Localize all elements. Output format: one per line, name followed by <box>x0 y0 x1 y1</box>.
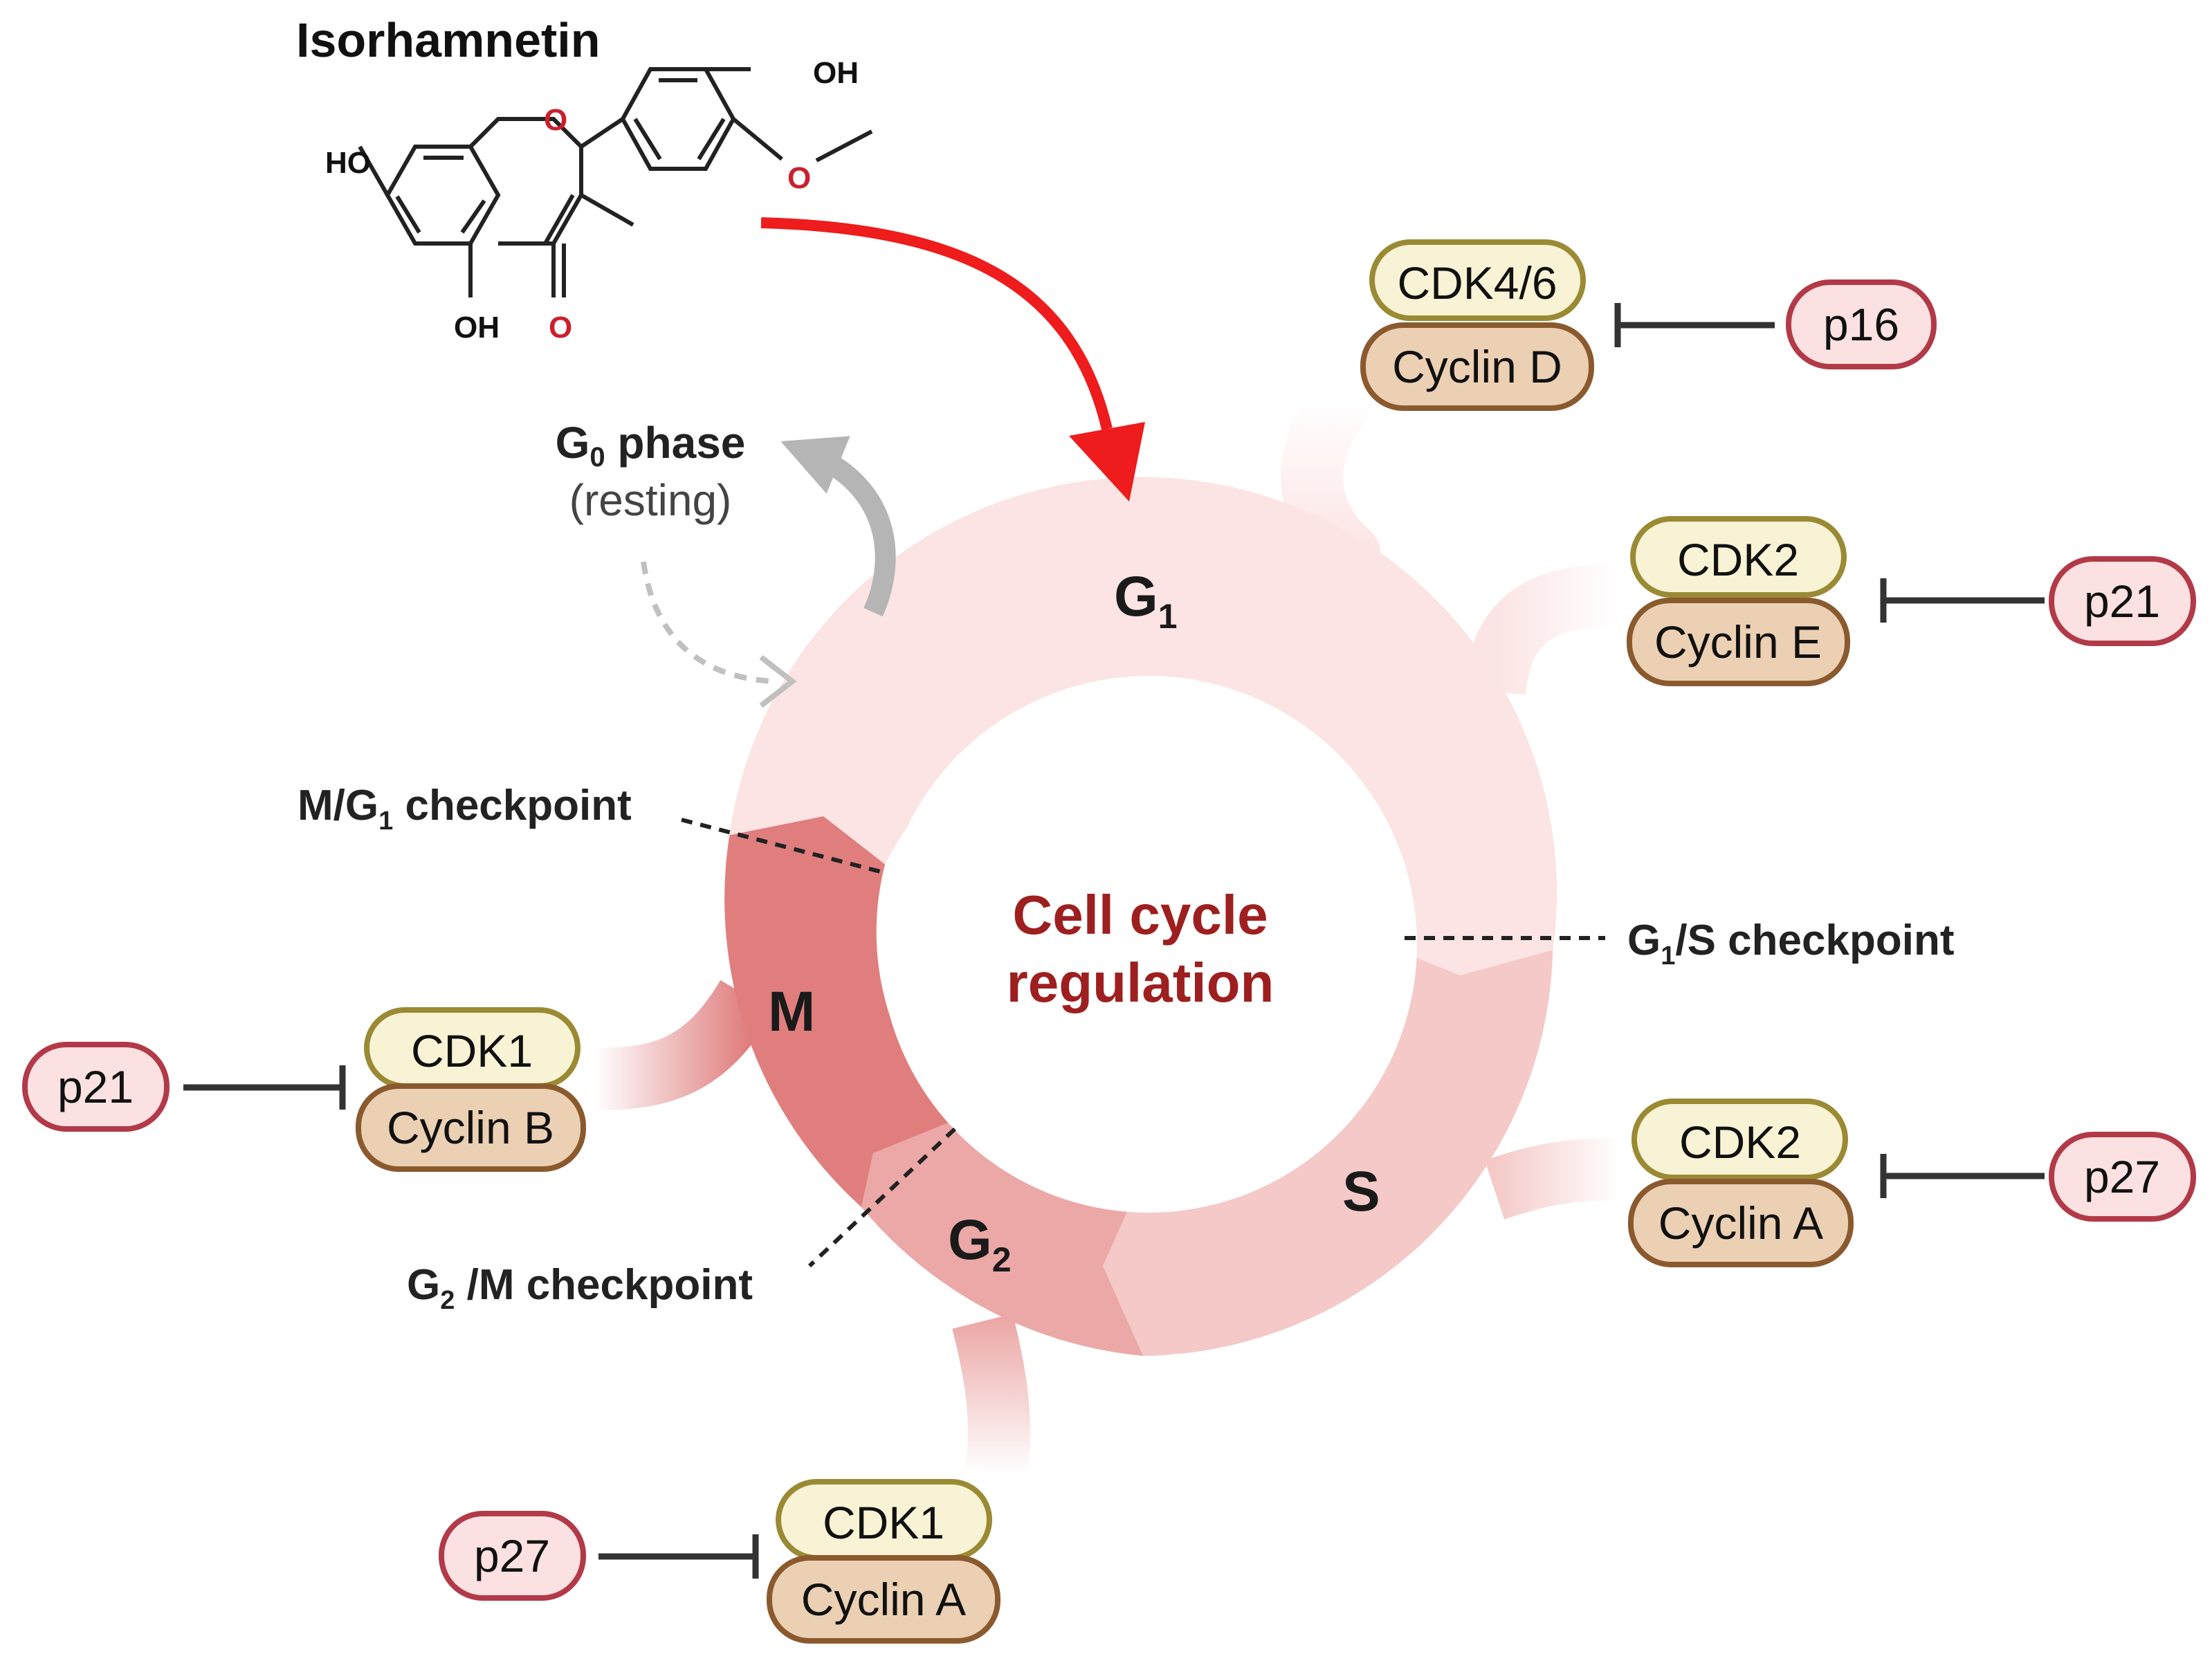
cell-cycle-ring <box>724 477 1557 1356</box>
isorhamnetin: Isorhamnetin HO O OH <box>296 13 1145 502</box>
ring-inner-hole <box>880 676 1417 1213</box>
checkpoint-g2-m-label: G2 /M checkpoint <box>407 1261 753 1315</box>
atom-methoxy-o: O <box>787 161 811 195</box>
stem-g2-cdk1a <box>952 1314 1030 1478</box>
cdk1-b-label: CDK1 <box>411 1025 533 1076</box>
p21-top-label: p21 <box>2084 576 2160 627</box>
phase-s-label: S <box>1342 1160 1380 1223</box>
p21-top-pill <box>2049 556 2196 646</box>
checkpoint-g1-s-label: G1/S checkpoint <box>1627 917 1954 971</box>
center-title-line1: Cell cycle <box>1012 884 1268 946</box>
atom-carbonyl-o: O <box>549 311 572 344</box>
compound-name: Isorhamnetin <box>296 13 601 67</box>
phase-g1-segment <box>729 477 1557 975</box>
cyclin-e-label: Cyclin E <box>1654 616 1822 668</box>
phase-m-label: M <box>768 980 815 1043</box>
complex-cdk2-cyclin-a: CDK2 Cyclin A p27 <box>1628 1099 2196 1267</box>
checkpoint-g2-m-leader <box>807 1127 957 1268</box>
cdk46-label: CDK4/6 <box>1397 257 1557 309</box>
cyclin-d-label: Cyclin D <box>1392 341 1562 392</box>
cdk2-e-pill <box>1630 516 1847 598</box>
g0-return-arrow <box>641 561 776 684</box>
atom-ho-left: HO <box>325 146 371 180</box>
stem-m-cdk1b <box>594 980 774 1110</box>
atom-oh-top: OH <box>813 56 859 90</box>
complex-stems <box>594 370 1620 1478</box>
checkpoint-g1-s: G1/S checkpoint <box>1405 917 1954 971</box>
cdk1-a-label: CDK1 <box>823 1497 944 1548</box>
g0-note: (resting) <box>569 475 732 525</box>
cyclin-b-pill <box>356 1083 586 1172</box>
g0-phase: G0 phase (resting) <box>556 418 896 708</box>
cyclin-b-label: Cyclin B <box>387 1102 554 1153</box>
isorhamnetin-arrowhead <box>1069 422 1145 502</box>
checkpoint-m-g1-label: M/G1 checkpoint <box>298 782 632 836</box>
cyclin-e-pill <box>1627 598 1850 686</box>
cdk2-e-label: CDK2 <box>1677 534 1799 585</box>
checkpoint-m-g1-leader <box>681 818 886 875</box>
atom-oh-bottom: OH <box>454 311 500 344</box>
cyclin-a-s-label: Cyclin A <box>1658 1197 1823 1249</box>
g0-exit-arrow <box>780 436 896 617</box>
p16-label: p16 <box>1823 299 1899 350</box>
p27-bottom-label: p27 <box>474 1530 550 1581</box>
p21-left-label: p21 <box>57 1061 134 1112</box>
atom-ring-o: O <box>544 103 567 137</box>
complex-cdk2-cyclin-e: CDK2 Cyclin E p21 <box>1627 516 2196 686</box>
checkpoint-g2-m: G2 /M checkpoint <box>407 1127 957 1315</box>
checkpoint-m-g1: M/G1 checkpoint <box>298 782 886 875</box>
p21-left-pill <box>22 1042 170 1132</box>
p27-bottom-pill <box>439 1511 586 1601</box>
cdk46-pill <box>1369 239 1586 321</box>
p16-pill <box>1786 279 1937 369</box>
complex-cdk1-cyclin-b: CDK1 Cyclin B p21 <box>22 1007 586 1172</box>
cdk2-a-label: CDK2 <box>1679 1117 1801 1168</box>
isorhamnetin-effect-arrow <box>760 217 1113 430</box>
complex-cdk1-cyclin-a: CDK1 Cyclin A p27 <box>439 1479 1000 1644</box>
stem-g1-cdk2e <box>1463 564 1620 696</box>
stem-s-cdk2a <box>1484 1138 1620 1220</box>
p27-right-label: p27 <box>2084 1151 2160 1202</box>
phase-labels: G1 S G2 M <box>768 565 1380 1279</box>
cyclin-a-s-pill <box>1628 1179 1854 1267</box>
phase-m-segment <box>724 816 953 1207</box>
phase-g2-segment <box>861 1121 1143 1356</box>
p27-right-pill <box>2049 1132 2196 1222</box>
cyclin-a-g2-label: Cyclin A <box>801 1574 966 1625</box>
phase-s-segment <box>1103 948 1553 1356</box>
isorhamnetin-structure <box>358 67 873 297</box>
cyclin-d-pill <box>1360 322 1594 411</box>
phase-g1-label: G1 <box>1114 565 1178 636</box>
complex-cdk46-cyclin-d: CDK4/6 Cyclin D p16 <box>1360 239 1937 411</box>
center-title-line2: regulation <box>1007 952 1274 1013</box>
g0-label: G0 phase <box>556 418 746 472</box>
g0-return-arrowhead <box>759 654 797 708</box>
phase-g2-label: G2 <box>948 1209 1012 1279</box>
cyclin-a-g2-pill <box>767 1555 1000 1644</box>
cdk2-a-pill <box>1631 1099 1848 1180</box>
